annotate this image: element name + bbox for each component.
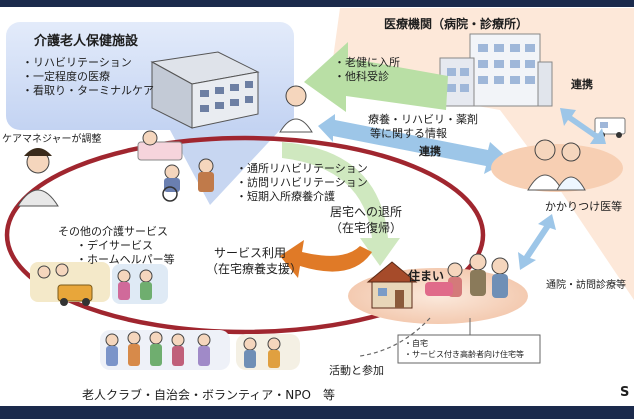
other-care-item: ・デイサービス — [76, 239, 153, 252]
doctor-pad — [491, 144, 623, 192]
service-item: ・訪問リハビリテーション — [236, 176, 368, 189]
facility-item: ・看取り・ターミナルケア — [22, 84, 154, 97]
activity-label: 活動と参加 — [329, 364, 384, 377]
admission-arrow — [304, 42, 448, 112]
facility-diamond — [170, 130, 280, 205]
service-use-sub: （在宅療養支援） — [206, 262, 303, 276]
home-title: 住まい — [408, 269, 445, 283]
home-helper-icon — [112, 264, 168, 304]
service-use-arrow — [280, 240, 372, 278]
care-manager-label: ケアマネジャーが調整 — [2, 134, 102, 145]
facility-building-icon — [150, 51, 260, 129]
home-item: ・サービス付き高齢者向け住宅等 — [404, 350, 524, 359]
hospital-doctor-arrow — [560, 108, 606, 144]
discharge-arrow — [282, 142, 400, 266]
top-strip — [0, 0, 634, 7]
link-label-top: 連携 — [571, 78, 593, 91]
doctor-label: かかりつけ医等 — [545, 200, 623, 213]
discharge-label: 居宅への退所 — [330, 205, 403, 219]
discharge-sub: （在宅復帰） — [330, 221, 403, 235]
hospital-arrow-item: ・他科受診 — [334, 70, 389, 83]
care-ring — [4, 135, 486, 335]
wheelchair-icon — [162, 158, 214, 202]
other-care-title: その他の介護サービス — [58, 225, 168, 238]
facility-title: 介護老人保健施設 — [34, 34, 139, 49]
day-service-icon — [30, 262, 110, 306]
other-care-item: ・ホームヘルパー等 — [76, 253, 175, 266]
page-mark: S — [620, 385, 630, 400]
bottom-strip — [0, 406, 634, 419]
outpatient-label: 通院・訪問診療等 — [546, 280, 626, 291]
service-item: ・通所リハビリテーション — [236, 162, 368, 175]
community-people-icon — [100, 330, 300, 370]
doctors-icon — [527, 139, 586, 191]
house-icon — [366, 261, 418, 309]
facility-doctor-icon — [279, 85, 313, 133]
facility-item: ・一定程度の医療 — [22, 70, 110, 83]
info-text: 療養・リハビリ・薬剤 — [368, 113, 478, 126]
doctor-home-arrow — [518, 214, 556, 270]
info-arrow — [318, 114, 510, 174]
link-label-middle: 連携 — [419, 145, 441, 158]
facility-item: ・リハビリテーション — [22, 56, 132, 69]
home-item: ・自宅 — [404, 339, 428, 348]
activity-dashed-arrow — [359, 317, 431, 357]
hospital-arrow-item: ・老健に入所 — [334, 56, 400, 69]
service-use-label: サービス利用 — [214, 246, 287, 260]
care-manager-icon — [17, 148, 59, 207]
hospital-building-icon — [439, 33, 553, 107]
family-icon — [425, 253, 509, 298]
service-item: ・短期入所療養介護 — [236, 190, 335, 203]
info-text: 等に関する情報 — [370, 127, 447, 140]
home-note-box — [397, 334, 541, 364]
patient-bed-icon — [137, 130, 183, 161]
hospital-title: 医療機関（病院・診療所） — [384, 17, 529, 31]
community-label: 老人クラブ・自治会・ボランティア・NPO 等 — [82, 388, 335, 402]
